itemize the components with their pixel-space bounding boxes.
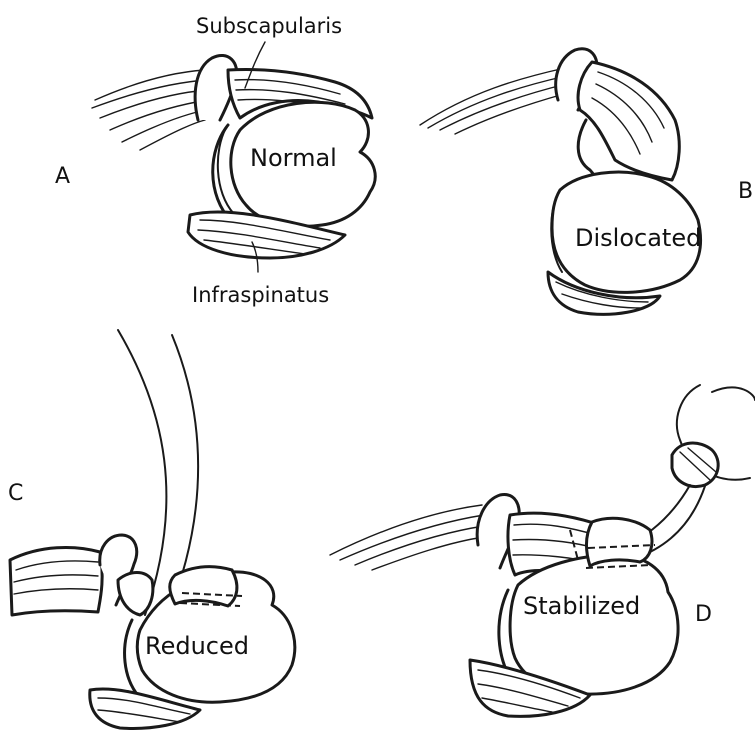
panel-b-muscle-fibers bbox=[420, 68, 566, 134]
panel-a-normal: Normal Subscapularis Infraspinatus A bbox=[55, 14, 375, 307]
label-reduced: Reduced bbox=[145, 632, 249, 660]
panel-d-humeral-head bbox=[510, 555, 678, 694]
panel-d-suture-knot bbox=[672, 443, 718, 486]
label-normal: Normal bbox=[250, 144, 337, 172]
panel-a-muscle-fibers bbox=[92, 70, 208, 150]
panel-c-reduced: Reduced C bbox=[8, 330, 295, 728]
panel-d-muscle-fibers bbox=[330, 505, 484, 570]
label-subscapularis: Subscapularis bbox=[196, 14, 342, 38]
panel-b-subscapularis-muscle bbox=[578, 62, 679, 180]
panel-c-bone-notch bbox=[170, 567, 237, 606]
label-dislocated: Dislocated bbox=[575, 224, 701, 252]
panel-c-muscle-left bbox=[10, 547, 102, 615]
label-infraspinatus: Infraspinatus bbox=[192, 283, 329, 307]
panel-label-c: C bbox=[8, 481, 23, 506]
panel-c-tendon-stump bbox=[118, 573, 153, 616]
panel-label-b: B bbox=[738, 179, 753, 204]
panel-label-a: A bbox=[55, 164, 70, 189]
panel-d-stabilized: Stabilized D bbox=[330, 385, 755, 716]
panel-d-bone-notch bbox=[586, 518, 651, 566]
panel-b-dislocated: Dislocated B bbox=[420, 49, 753, 314]
panel-label-d: D bbox=[695, 602, 712, 627]
label-stabilized: Stabilized bbox=[523, 592, 640, 620]
